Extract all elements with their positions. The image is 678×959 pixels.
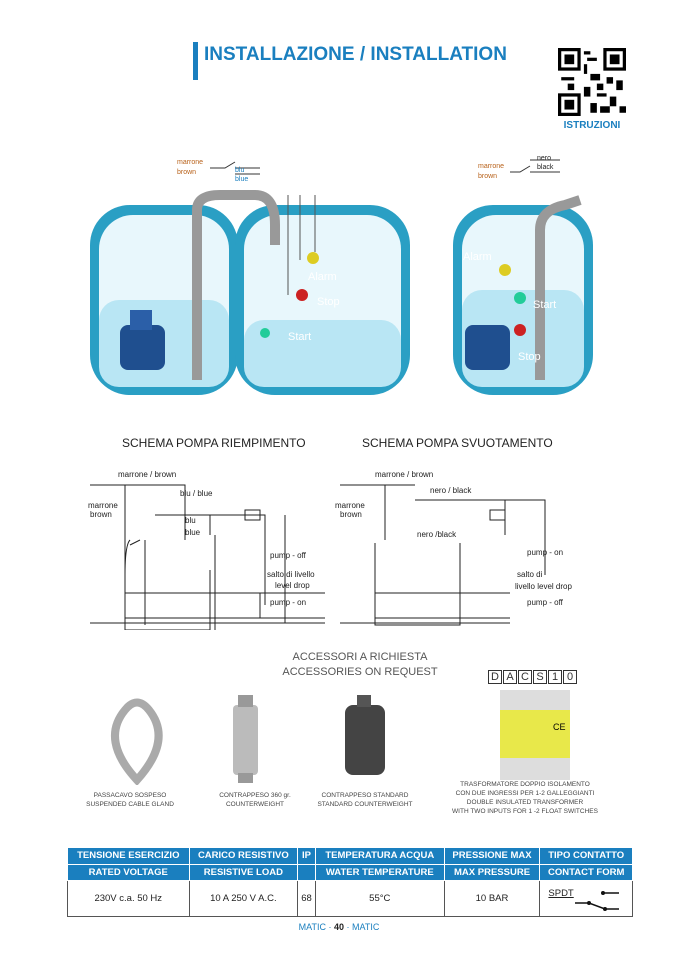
text-label: marrone — [335, 501, 365, 510]
text-label: TENSIONE ESERCIZIO — [67, 848, 190, 865]
text-label: STANDARD COUNTERWEIGHT — [317, 801, 413, 808]
text-label: C — [518, 670, 532, 684]
text-label: nero — [537, 155, 551, 162]
standard-counterweight-image — [345, 695, 385, 775]
accessory-images: CE — [110, 690, 570, 785]
text-label: 10 A 250 V A.C. — [188, 879, 299, 917]
text-label: 10 BAR — [443, 879, 541, 917]
text-label: CONTRAPPESO STANDARD — [321, 792, 409, 799]
accessory-counterweight-360: CONTRAPPESO 360 gr. COUNTERWEIGHT — [205, 791, 305, 809]
text-label — [297, 864, 316, 881]
text-label: ACCESSORI A RICHIESTA — [292, 651, 428, 663]
text-label: blue — [235, 176, 248, 183]
accessory-transformer: TRASFORMATORE DOPPIO ISOLAMENTO CON DUE I… — [440, 780, 610, 816]
text-label: DOUBLE INSULATED TRANSFORMER — [466, 799, 584, 806]
text-label: CARICO RESISTIVO — [188, 848, 299, 865]
text-label: COUNTERWEIGHT — [225, 801, 285, 808]
spdt-switch-icon — [575, 890, 619, 911]
text-label: blu — [185, 516, 196, 525]
text-label: RESISTIVE LOAD — [188, 864, 299, 881]
text-label: WATER TEMPERATURE — [314, 864, 445, 881]
float-label-stop-right: Stop — [518, 351, 541, 363]
page-title: INSTALLAZIONE / INSTALLATION — [193, 42, 507, 80]
text-label: blu — [235, 167, 244, 174]
float-label-alarm-right: Alarm — [463, 251, 492, 263]
text-label: blue — [185, 528, 201, 537]
text-label: TRASFORMATORE DOPPIO ISOLAMENTO — [460, 781, 590, 788]
text-label: pump - on — [527, 548, 563, 557]
text-label: pump - on — [270, 598, 306, 607]
text-label: WITH TWO INPUTS FOR 1 -2 FLOAT SWITCHES — [452, 808, 598, 815]
float-label-stop: Stop — [317, 296, 340, 308]
float-label-start: Start — [288, 331, 311, 343]
scheme-title-emptying: SCHEMA POMPA SVUOTAMENTO — [362, 436, 553, 450]
text-label: salto di — [517, 570, 543, 579]
text-label: CONTACT FORM — [539, 864, 633, 881]
text-label: CONTRAPPESO 360 gr. — [219, 792, 291, 799]
text-label: MATIC — [298, 922, 326, 932]
text-label: RATED VOLTAGE — [67, 864, 190, 881]
text-label: PRESSIONE MAX — [443, 848, 541, 865]
text-label: ACCESSORIES ON REQUEST — [282, 666, 438, 678]
text-label: nero /black — [417, 530, 457, 539]
text-label: marrone — [177, 159, 203, 166]
text-label: pump - off — [527, 598, 564, 607]
text-label: salto di livello — [267, 570, 315, 579]
text-label: 55°C — [314, 879, 445, 917]
accessory-cable-gland: PASSACAVO SOSPESO SUSPENDED CABLE GLAND — [75, 791, 185, 809]
text-label: 0 — [563, 670, 577, 684]
text-label: marrone — [88, 501, 118, 510]
left-tank-pair — [90, 190, 410, 395]
text-label: nero / black — [430, 486, 472, 495]
text-label: 1 — [548, 670, 562, 684]
text-label: marrone — [478, 163, 504, 170]
svg-text:CE: CE — [553, 722, 566, 732]
qr-label: ISTRUZIONI — [563, 120, 621, 131]
text-label: IP — [297, 848, 316, 865]
scheme-title-filling: SCHEMA POMPA RIEMPIMENTO — [122, 436, 306, 450]
text-label: marrone / brown — [118, 470, 176, 479]
text-label: D — [488, 670, 502, 684]
text-label: marrone / brown — [375, 470, 433, 479]
text-label: brown — [340, 510, 362, 519]
text-label: MATIC — [352, 922, 380, 932]
dacs10-label: D A C S 1 0 — [488, 670, 577, 684]
installation-illustration: Alarm Stop Start Alarm Start Stop marron… — [90, 155, 593, 395]
text-label: brown — [90, 510, 112, 519]
text-label: A — [503, 670, 517, 684]
qr-code[interactable] — [558, 48, 626, 116]
text-label: SPDT — [548, 887, 574, 899]
text-label: 230V c.a. 50 Hz — [67, 879, 190, 917]
text-label: brown — [478, 173, 497, 180]
text-label: TEMPERATURA ACQUA — [314, 848, 445, 865]
text-label: pump - off — [270, 551, 307, 560]
text-label: SUSPENDED CABLE GLAND — [86, 801, 174, 808]
text-label: blu / blue — [180, 489, 213, 498]
text-label: brown — [177, 169, 196, 176]
text-label: TIPO CONTATTO — [539, 848, 633, 865]
wiring-schematics: marrone / brown blu / blue marrone brown… — [88, 470, 572, 630]
text-label: PASSACAVO SOSPESO — [93, 792, 167, 799]
page-footer: MATIC · 40 · MATIC — [298, 922, 380, 932]
accessories-title: ACCESSORI A RICHIESTA ACCESSORIES ON REQ… — [260, 650, 460, 680]
right-tank — [453, 195, 593, 395]
text-label: CON DUE INGRESSI PER 1-2 GALLEGGIANTI — [455, 790, 595, 797]
text-label: 68 — [297, 879, 316, 917]
accessory-standard-counterweight: CONTRAPPESO STANDARD STANDARD COUNTERWEIG… — [305, 791, 425, 809]
text-label: level drop — [275, 581, 310, 590]
level-drop-label-emptying: livello level drop — [515, 582, 572, 591]
cable-gland-image — [110, 698, 163, 785]
text-label: 40 — [333, 922, 344, 932]
float-label-alarm: Alarm — [308, 271, 337, 283]
transformer-image: CE — [500, 690, 570, 780]
text-label: black — [537, 164, 554, 171]
text-label: MAX PRESSURE — [443, 864, 541, 881]
float-label-start-right: Start — [533, 299, 556, 311]
counterweight-360-image — [233, 695, 258, 783]
text-label: S — [533, 670, 547, 684]
